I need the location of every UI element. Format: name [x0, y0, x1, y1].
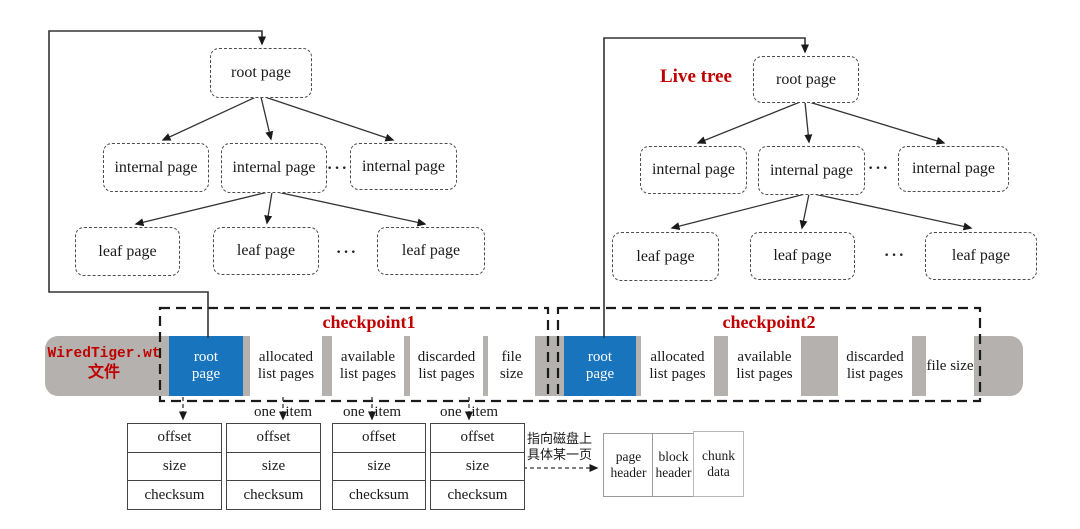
cp1-allocated-list-cell: allocated list pages [250, 336, 322, 396]
wt-file-name-cn: 文件 [87, 364, 120, 381]
left-tree-internal-page-2: internal page [221, 143, 327, 193]
one-item-label-2: one item [342, 404, 402, 420]
checkpoint2-title: checkpoint2 [722, 312, 816, 332]
left-tree-leaf-page-1: leaf page [75, 227, 180, 276]
left-leaf-ellipsis: ··· [336, 244, 359, 261]
item-table-row-offset: offset [362, 429, 396, 446]
live-internal-ellipsis: ··· [868, 160, 891, 177]
live-tree-leaf-page-1: leaf page [612, 232, 719, 281]
wt-file-name: WiredTiger.wt [47, 346, 161, 362]
one-item-label-3: one item [439, 404, 499, 420]
live-tree-internal-page-2: internal page [758, 146, 865, 195]
disk-pointer-note-line2: 具体某一页 [527, 447, 593, 462]
item-table-row-size: size [128, 451, 221, 481]
page-header-box: page header [603, 433, 654, 497]
left-internal-ellipsis: ··· [327, 160, 350, 177]
cp2-discarded-list-cell: discarded list pages [838, 336, 912, 396]
item-table-row-size: size [227, 451, 320, 481]
block-header-box: block header [652, 433, 695, 497]
live-tree-internal-page-3: internal page [898, 146, 1009, 192]
cp1-file-size-cell: file size [488, 336, 535, 396]
left-tree-leaf-page-2: leaf page [213, 227, 319, 275]
disk-pointer-note-line1: 指向磁盘上 [527, 431, 593, 446]
item-table-row-offset: offset [256, 429, 291, 446]
item-table-row-checksum: checksum [333, 480, 425, 509]
left-tree-leaf-page-3: leaf page [377, 227, 485, 275]
item-table-2: offset size checksum [226, 423, 321, 510]
item-table-row-checksum: checksum [227, 480, 320, 509]
left-tree-internal-page-1: internal page [103, 143, 209, 192]
cp2-root-page-cell: root page [564, 336, 636, 396]
item-table-row-size: size [431, 451, 524, 481]
cp2-available-list-cell: available list pages [728, 336, 801, 396]
item-table-row-size: size [333, 451, 425, 481]
left-tree-root-page-box: root page [210, 48, 312, 98]
item-table-4: offset size checksum [430, 423, 525, 510]
live-tree-internal-page-1: internal page [640, 146, 747, 194]
left-tree-internal-page-3: internal page [350, 143, 457, 190]
cp2-file-size-cell: file size [926, 336, 974, 396]
item-table-3: offset size checksum [332, 423, 426, 510]
cp1-discarded-list-cell: discarded list pages [410, 336, 483, 396]
item-table-row-offset: offset [460, 429, 495, 446]
live-tree-root-page-box: root page [753, 56, 859, 103]
cp1-available-list-cell: available list pages [332, 336, 404, 396]
checkpoint1-title: checkpoint1 [322, 312, 416, 332]
live-tree-leaf-page-3: leaf page [925, 232, 1037, 280]
cp1-root-page-cell: root page [169, 336, 243, 396]
live-tree-leaf-page-2: leaf page [750, 232, 855, 280]
item-table-row-offset: offset [157, 429, 192, 446]
wt-file-label: WiredTiger.wt 文件 [45, 345, 163, 382]
live-tree-label: Live tree [660, 66, 732, 87]
chunk-data-box: chunk data [693, 431, 744, 497]
item-table-1: offset size checksum [127, 423, 222, 510]
item-table-row-checksum: checksum [128, 480, 221, 509]
disk-pointer-note: 指向磁盘上 具体某一页 [527, 431, 607, 463]
cp2-allocated-list-cell: allocated list pages [641, 336, 714, 396]
item-table-row-checksum: checksum [431, 480, 524, 509]
live-leaf-ellipsis: ··· [884, 247, 907, 264]
one-item-label-1: one item [253, 404, 313, 420]
